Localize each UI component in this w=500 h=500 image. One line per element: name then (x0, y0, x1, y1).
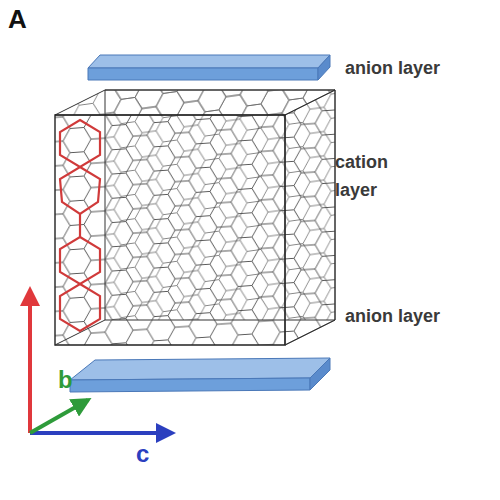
slab-face (88, 68, 318, 80)
slab-face (70, 358, 330, 380)
anion-layer-slab: anion layer (60, 42, 460, 87)
slab-face (310, 358, 330, 390)
layer-label: cation layer (335, 148, 415, 204)
axis-label: b (58, 366, 73, 394)
slab-face (318, 55, 330, 80)
layer-label: anion layer (345, 54, 460, 82)
panel-letter: A (8, 4, 27, 35)
layer-label: anion layer (345, 302, 460, 330)
slab-face (88, 55, 330, 68)
axis-label: c (136, 440, 149, 468)
anion-layer-slab: anion layer (60, 300, 460, 400)
slab-face (70, 378, 310, 392)
red-hexagon-column (60, 120, 100, 331)
lattice-box (55, 90, 335, 345)
